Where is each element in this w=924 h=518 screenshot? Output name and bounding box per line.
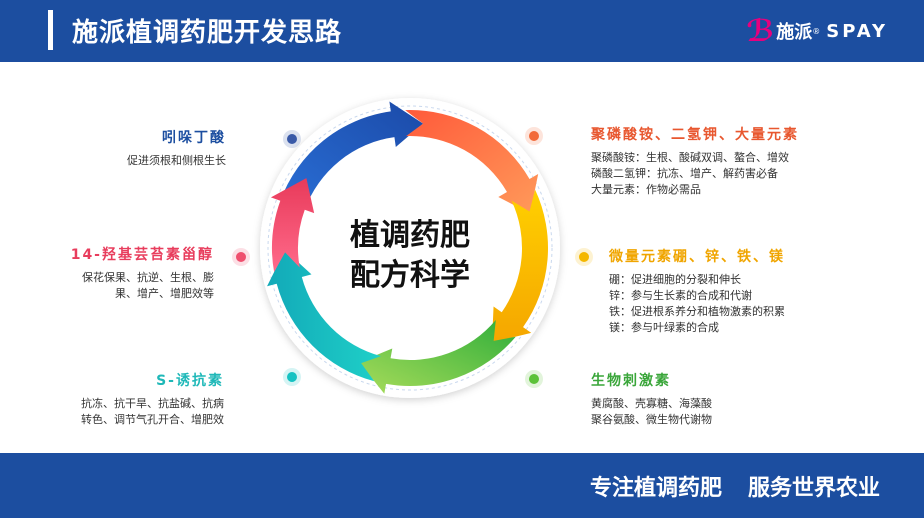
arc-teal (267, 250, 382, 382)
right-top-line-3: 大量元素：作物必需品 (591, 183, 701, 196)
dot-pink (232, 248, 250, 266)
logo-reg-mark: ® (812, 26, 821, 36)
right-bot-block: 生物刺激素 黄腐酸、壳寡糖、海藻酸 聚谷氨酸、微生物代谢物 (591, 370, 712, 428)
left-bot-line-2: 转色、调节气孔开合、增肥效 (81, 413, 224, 426)
right-mid-title: 微量元素硼、锌、铁、镁 (609, 249, 785, 265)
left-mid-block: 14-羟基芸苔素甾醇 保花保果、抗逆、生根、膨 果、增产、增肥效等 (71, 244, 214, 302)
dot-orange (525, 127, 543, 145)
left-top-block: 吲哚丁酸 促进须根和侧根生长 (127, 127, 226, 169)
right-mid-line-2: 锌：参与生长素的合成和代谢 (609, 289, 752, 302)
arc-yellow (492, 189, 548, 343)
logo-en-text: SPAY (826, 20, 888, 42)
right-mid-line-1: 硼：促进细胞的分裂和伸长 (609, 273, 741, 286)
left-mid-line-2: 果、增产、增肥效等 (115, 287, 214, 300)
right-mid-line-3: 铁：促进根系养分和植物激素的积累 (609, 305, 785, 318)
right-bot-title: 生物刺激素 (591, 373, 671, 389)
dot-green (525, 370, 543, 388)
right-top-block: 聚磷酸铵、二氢钾、大量元素 聚磷酸铵：生根、酸碱双调、螯合、增效 磷酸二氢钾：抗… (591, 124, 799, 198)
arc-blue (280, 101, 424, 210)
slogan-part-1: 专注植调药肥 (589, 476, 722, 501)
left-bot-line-1: 抗冻、抗干旱、抗盐碱、抗病 (81, 397, 224, 410)
right-top-line-2: 磷酸二氢钾：抗冻、增产、解药害必备 (591, 167, 778, 180)
title-accent-bar (48, 10, 53, 50)
logo-mark-icon: ℬ (746, 13, 775, 49)
page-title: 施派植调药肥开发思路 (72, 18, 343, 48)
center-title: 植调药肥 配方科学 (330, 216, 490, 296)
right-mid-block: 微量元素硼、锌、铁、镁 硼：促进细胞的分裂和伸长 锌：参与生长素的合成和代谢 铁… (609, 246, 785, 336)
cycle-dashed-ring (267, 105, 553, 391)
left-top-line: 促进须根和侧根生长 (127, 154, 226, 167)
center-line-1: 植调药肥 (350, 218, 470, 253)
right-mid-line-4: 镁：参与叶绿素的合成 (609, 321, 719, 334)
left-top-title: 吲哚丁酸 (162, 130, 226, 146)
cycle-inner (314, 152, 506, 344)
dot-yellow (575, 248, 593, 266)
right-top-title: 聚磷酸铵、二氢钾、大量元素 (591, 127, 799, 143)
center-line-2: 配方科学 (350, 258, 470, 293)
cycle-arcs (267, 101, 548, 394)
left-mid-title: 14-羟基芸苔素甾醇 (70, 247, 214, 263)
arc-pink (270, 178, 315, 272)
arc-orange (405, 110, 539, 214)
left-bot-title: S-诱抗素 (156, 373, 224, 389)
left-mid-line-1: 保花保果、抗逆、生根、膨 (82, 271, 214, 284)
footer-bar: 专注植调药肥服务世界农业 (0, 453, 924, 518)
brand-logo: ℬ 施派 ® SPAY (746, 13, 888, 49)
footer-slogan: 专注植调药肥服务世界农业 (590, 470, 880, 502)
left-bot-block: S-诱抗素 抗冻、抗干旱、抗盐碱、抗病 转色、调节气孔开合、增肥效 (81, 370, 224, 428)
slogan-part-2: 服务世界农业 (747, 476, 880, 501)
dot-teal (283, 368, 301, 386)
right-top-line-1: 聚磷酸铵：生根、酸碱双调、螯合、增效 (591, 151, 789, 164)
arc-green (359, 319, 516, 394)
right-bot-line-1: 黄腐酸、壳寡糖、海藻酸 (591, 397, 712, 410)
right-bot-line-2: 聚谷氨酸、微生物代谢物 (591, 413, 712, 426)
dot-blue (283, 130, 301, 148)
logo-cn-text: 施派 (776, 22, 813, 43)
header-bar: 施派植调药肥开发思路 ℬ 施派 ® SPAY (0, 0, 924, 62)
